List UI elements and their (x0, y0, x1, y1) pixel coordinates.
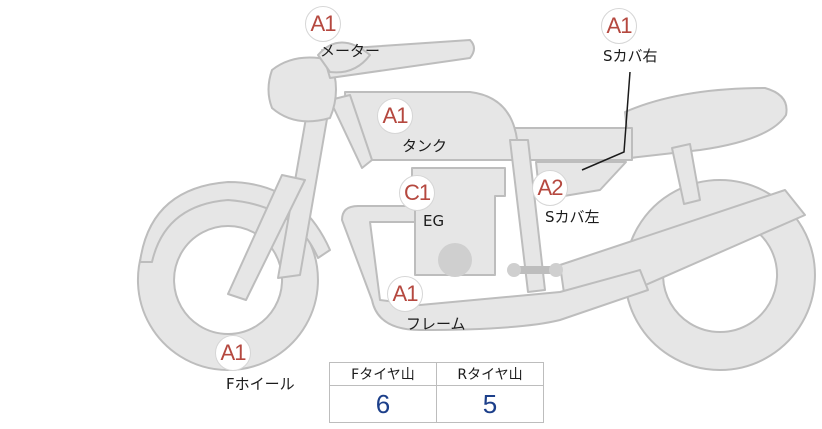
tire-tread-table: Fタイヤ山 Rタイヤ山 6 5 (329, 362, 544, 423)
engine-cover (438, 243, 472, 277)
leader-line (581, 71, 631, 171)
frame-spine (329, 94, 373, 169)
rear-shock (671, 143, 701, 205)
grade-badge-engine: C1 (399, 175, 435, 211)
meter (317, 41, 371, 74)
seat (624, 87, 788, 159)
part-label-tank: タンク (402, 137, 448, 155)
part-label-meter: メーター (320, 42, 381, 60)
part-label-front-wheel: Fホイール (226, 375, 295, 393)
grade-badge-scover-left: A2 (532, 170, 568, 206)
grade-badge-scover-right: A1 (601, 8, 637, 44)
headlight (267, 56, 337, 123)
grade-badge-tank: A1 (377, 98, 413, 134)
frame-rear (509, 139, 546, 293)
grade-badge-front-wheel: A1 (215, 335, 251, 371)
grade-badge-frame: A1 (387, 276, 423, 312)
part-label-scover-left: Sカバ左 (545, 208, 600, 226)
front-tire-value: 6 (329, 385, 437, 423)
part-label-frame: フレーム (406, 315, 466, 333)
rear-tire-value: 5 (436, 385, 544, 423)
fork-lower (227, 174, 306, 301)
part-label-scover-right: Sカバ右 (603, 47, 658, 65)
grade-badge-meter: A1 (305, 6, 341, 42)
front-tire-header: Fタイヤ山 (329, 362, 437, 386)
rear-tire-header: Rタイヤ山 (436, 362, 544, 386)
frame-cradle (341, 205, 649, 331)
part-label-engine: EG (423, 212, 445, 230)
